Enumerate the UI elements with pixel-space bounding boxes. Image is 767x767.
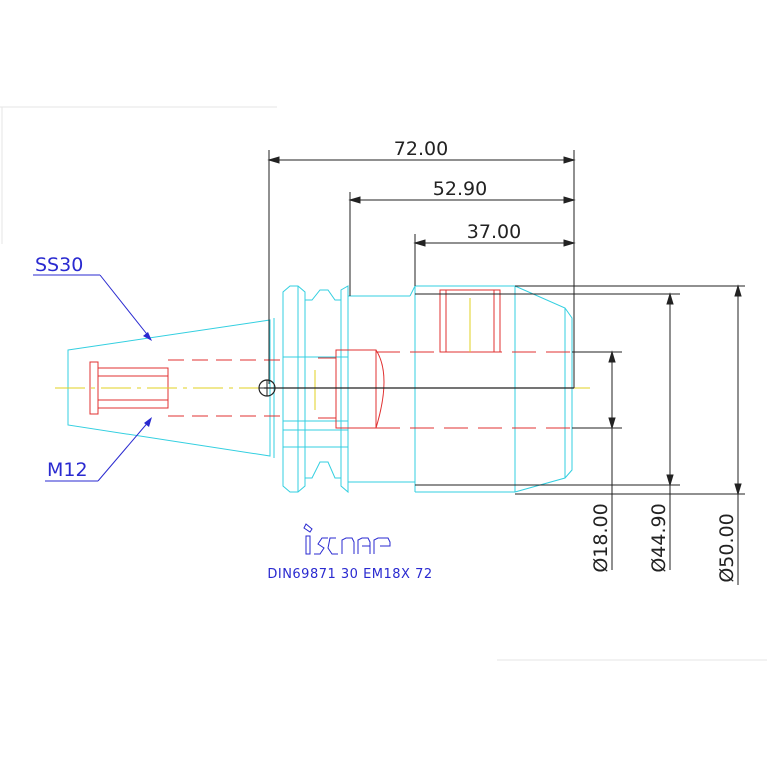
- iscar-logo: [303, 523, 391, 555]
- dim-length-bore: 37.00: [467, 221, 521, 243]
- callout-thread: M12: [45, 417, 152, 482]
- callout-taper: SS30: [33, 254, 152, 341]
- dim-length-overall: 72.00: [394, 138, 448, 160]
- hidden-features: [89, 289, 572, 429]
- dim-dia-body: Ø44.90: [648, 503, 670, 572]
- callout-taper-label: SS30: [35, 254, 83, 276]
- tool-designation: DIN69871 30 EM18X 72: [267, 567, 432, 582]
- center-lines: [55, 298, 590, 410]
- dim-dia-flange: Ø50.00: [716, 513, 738, 582]
- callout-thread-label: M12: [47, 459, 88, 481]
- holder-body-outline: [67, 285, 573, 494]
- horizontal-dimensions: [267, 150, 576, 388]
- dim-length-body: 52.90: [433, 178, 487, 200]
- sheet-frame: [0, 106, 767, 661]
- dim-dia-bore: Ø18.00: [590, 503, 612, 572]
- vertical-dimensions: [415, 284, 745, 585]
- datum-axis: [258, 379, 574, 397]
